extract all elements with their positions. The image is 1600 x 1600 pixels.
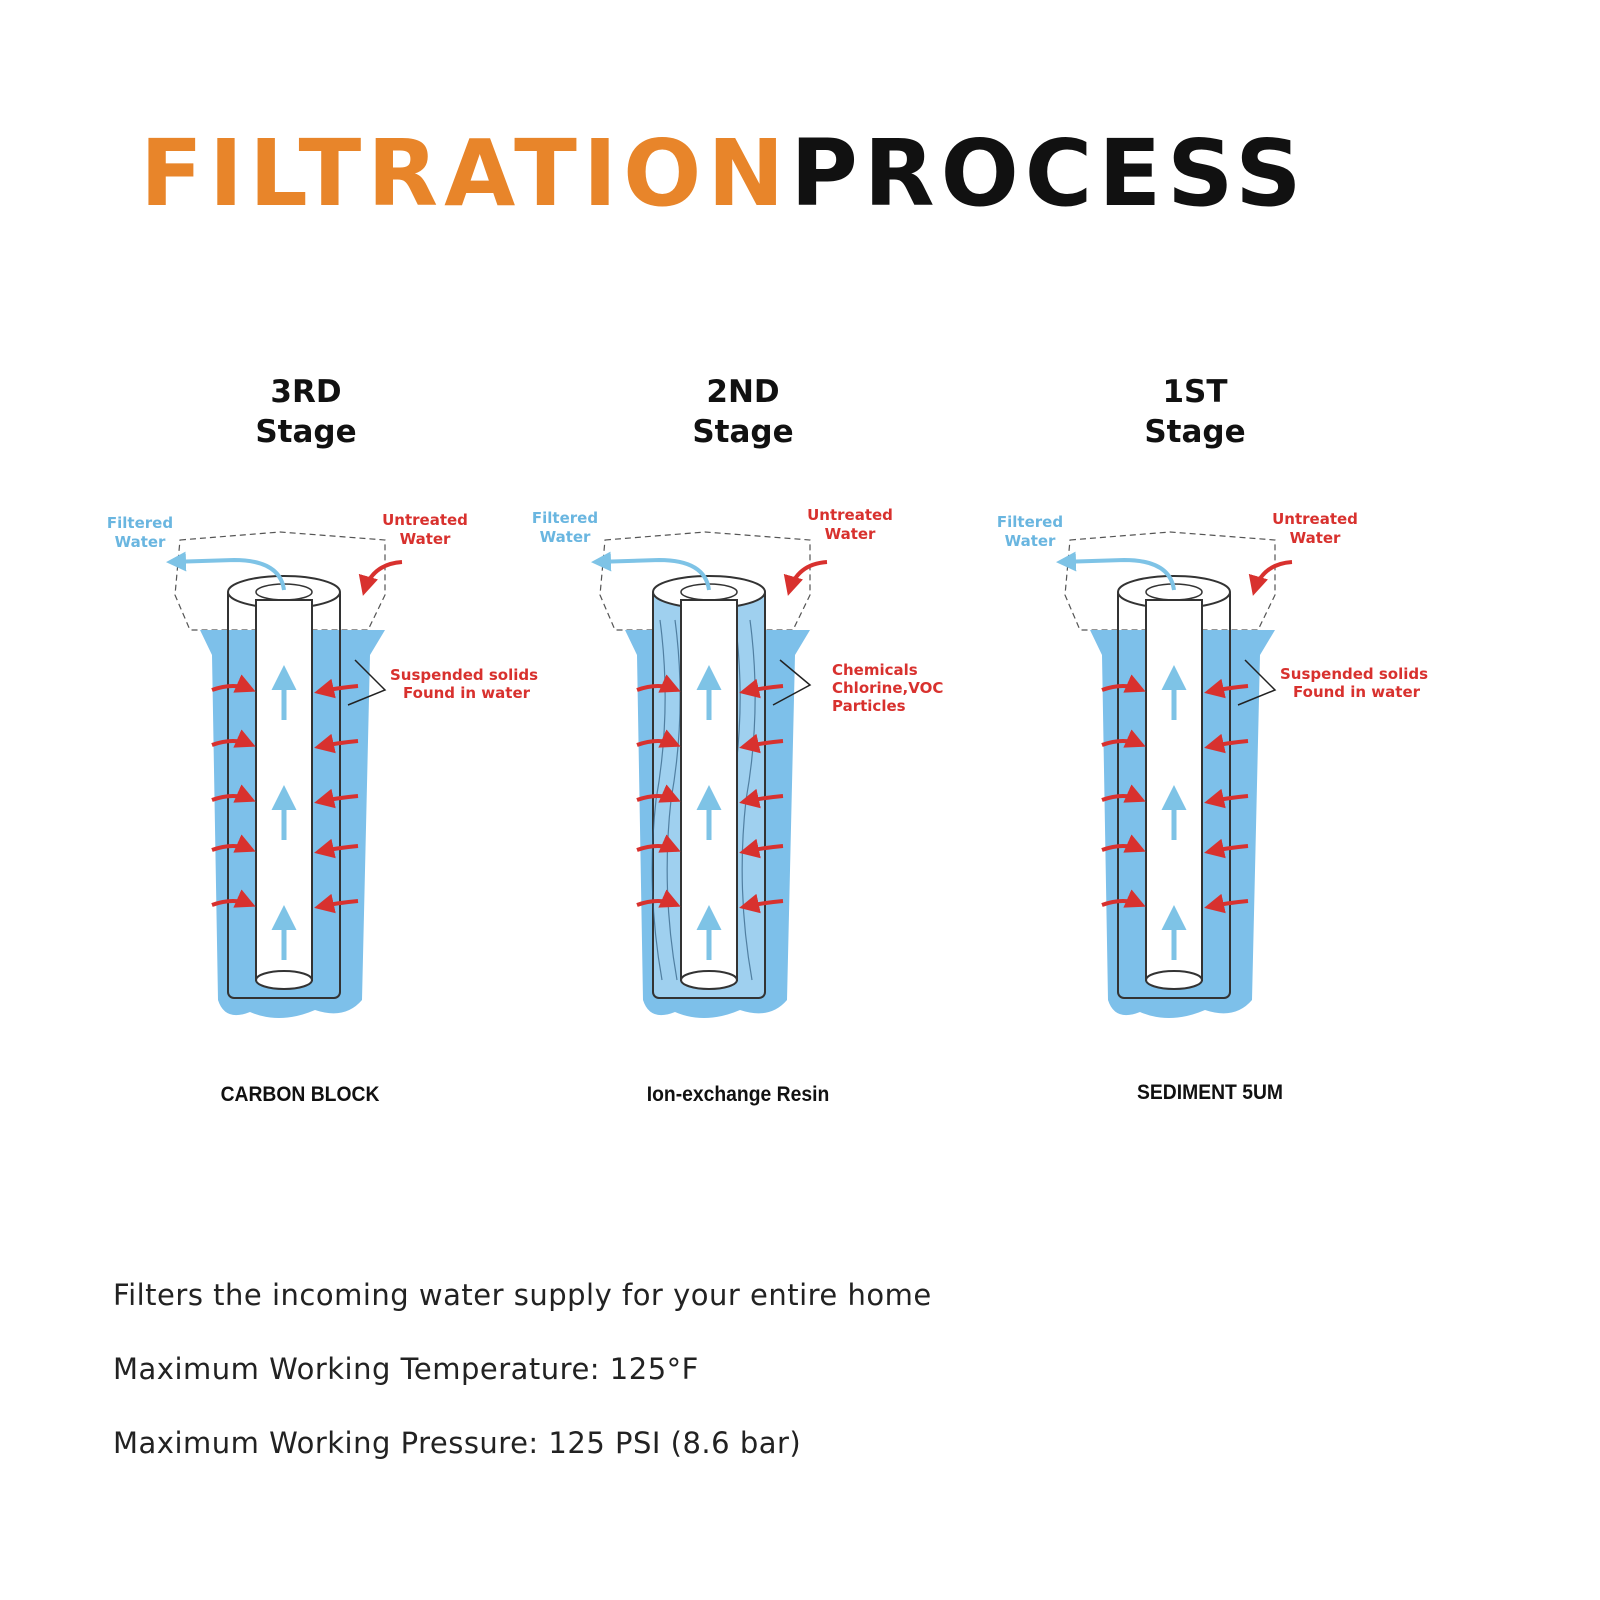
untreated-water-label: Untreated — [1272, 510, 1358, 528]
inflow-arrow-left — [1101, 889, 1146, 908]
filter-caption-sediment: SEDIMENT 5UM — [1137, 1081, 1283, 1104]
inflow-arrow-left — [211, 889, 256, 908]
inflow-arrow-left — [636, 784, 681, 803]
untreated-water-label-2: Water — [825, 525, 876, 543]
inflow-arrow-left — [1101, 834, 1146, 853]
filter-diagram-ion-exchange: Filtered Water Untreated Water Chemicals… — [525, 500, 965, 1060]
filter-cartridge-svg: Filtered Water Untreated Water Suspended… — [997, 510, 1428, 1019]
note-pointer-line — [1237, 659, 1277, 706]
inflow-arrow-left — [1101, 674, 1146, 693]
filter-diagram-carbon-block: Filtered Water Untreated Water Suspended… — [100, 500, 540, 1060]
inflow-arrow-right — [1204, 893, 1249, 914]
inflow-arrow-right — [314, 893, 359, 914]
filtered-water-label-2: Water — [115, 533, 166, 551]
contaminant-note-line-3: Particles — [832, 697, 906, 715]
stage-word: Stage — [255, 414, 357, 450]
inflow-arrow-right — [739, 838, 784, 859]
untreated-water-label: Untreated — [382, 511, 468, 529]
inflow-arrow-left — [211, 834, 256, 853]
inflow-arrow-right — [314, 678, 359, 699]
stage-word: Stage — [1144, 414, 1246, 450]
stage-word: Stage — [692, 414, 794, 450]
untreated-inlet-arrow — [783, 560, 828, 596]
inflow-arrow-left — [211, 784, 256, 803]
housing-head-outline — [174, 531, 386, 631]
stage-heading-2nd: 2ND Stage — [613, 372, 873, 452]
contaminant-note-line-1: Suspended solids — [390, 666, 538, 684]
note-pointer-line — [772, 659, 812, 706]
inflow-arrow-right — [739, 788, 784, 809]
contaminant-note-line-2: Found in water — [1293, 683, 1421, 701]
filtered-water-label-2: Water — [540, 528, 591, 546]
spec-line-pressure: Maximum Working Pressure: 125 PSI (8.6 b… — [113, 1426, 802, 1460]
stage-heading-3rd: 3RD Stage — [176, 372, 436, 452]
stage-number: 3RD — [270, 374, 342, 410]
page-title: FILTRATIONPROCESS — [140, 128, 1308, 220]
filter-caption-ion-exchange: Ion-exchange Resin — [646, 1083, 830, 1106]
inflow-arrow-right — [739, 893, 784, 914]
spec-line-supply: Filters the incoming water supply for yo… — [113, 1278, 932, 1312]
filter-cartridge-svg: Filtered Water Untreated Water Chemicals… — [532, 506, 943, 1019]
filtered-water-label: Filtered — [107, 514, 173, 532]
stage-number: 1ST — [1162, 374, 1228, 410]
housing-head-outline — [599, 531, 811, 631]
filter-diagram-sediment: Filtered Water Untreated Water Suspended… — [990, 500, 1430, 1060]
filter-cartridge-svg: Filtered Water Untreated Water Suspended… — [107, 511, 538, 1019]
filtered-outlet-arrow — [1056, 551, 1176, 591]
title-part-filtration: FILTRATION — [140, 120, 791, 227]
inflow-arrow-left — [636, 729, 681, 748]
note-pointer-line — [347, 659, 387, 706]
stage-heading-1st: 1ST Stage — [1065, 372, 1325, 452]
untreated-inlet-arrow — [358, 560, 403, 596]
contaminant-note-line-2: Chlorine,VOC — [832, 679, 943, 697]
contaminant-note-line-1: Chemicals — [832, 661, 918, 679]
inflow-arrow-left — [636, 674, 681, 693]
cartridge-core-bottom — [1145, 970, 1203, 990]
inflow-arrow-left — [211, 729, 256, 748]
contaminant-note-line-1: Suspended solids — [1280, 665, 1428, 683]
untreated-inlet-arrow — [1248, 560, 1293, 596]
inflow-arrow-right — [739, 733, 784, 754]
inflow-arrow-right — [1204, 838, 1249, 859]
inflow-arrow-left — [636, 834, 681, 853]
untreated-water-label: Untreated — [807, 506, 893, 524]
inflow-arrow-left — [1101, 784, 1146, 803]
filtered-outlet-arrow — [591, 551, 711, 591]
spec-line-temperature: Maximum Working Temperature: 125°F — [113, 1352, 699, 1386]
inflow-arrow-right — [1204, 733, 1249, 754]
inflow-arrow-left — [1101, 729, 1146, 748]
untreated-water-label-2: Water — [1290, 529, 1341, 547]
housing-head-outline — [1064, 531, 1276, 631]
untreated-water-label-2: Water — [400, 530, 451, 548]
filtered-outlet-arrow — [166, 551, 286, 591]
filtered-water-label: Filtered — [997, 513, 1063, 531]
filtered-water-label: Filtered — [532, 509, 598, 527]
filtered-water-label-2: Water — [1005, 532, 1056, 550]
cartridge-core-bottom — [680, 970, 738, 990]
inflow-arrow-left — [211, 674, 256, 693]
stage-number: 2ND — [706, 374, 780, 410]
title-part-process: PROCESS — [790, 120, 1308, 227]
inflow-arrow-right — [314, 733, 359, 754]
contaminant-note-line-2: Found in water — [403, 684, 531, 702]
inflow-arrow-right — [1204, 678, 1249, 699]
inflow-arrow-right — [314, 788, 359, 809]
filter-caption-carbon-block: CARBON BLOCK — [220, 1083, 380, 1106]
inflow-arrow-right — [1204, 788, 1249, 809]
inflow-arrow-right — [314, 838, 359, 859]
inflow-arrow-right — [739, 678, 784, 699]
inflow-arrow-left — [636, 889, 681, 908]
cartridge-core-bottom — [255, 970, 313, 990]
